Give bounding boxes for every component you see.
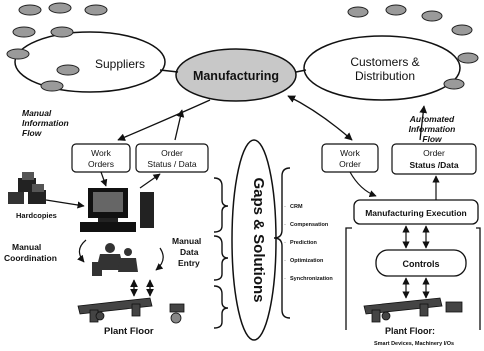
svg-text:Data: Data <box>180 247 199 257</box>
svg-text:Manufacturing Execution: Manufacturing Execution <box>365 208 467 218</box>
solution-item: Optimization <box>290 258 324 264</box>
solution-item: CRM <box>290 204 303 210</box>
automated-information-flow-label: Automated Information Flow <box>409 114 456 144</box>
svg-text:Coordination: Coordination <box>4 253 57 263</box>
computer-to-order-status-arrow <box>139 173 161 189</box>
svg-text:Entry: Entry <box>178 258 200 268</box>
svg-text:Order: Order <box>423 148 445 158</box>
order-status-data-box-left: Order Status / Data <box>135 143 209 173</box>
customers-node: Customers & Distribution <box>303 4 479 101</box>
plant-floor-label-right: Plant Floor: <box>385 326 435 336</box>
svg-text:Manual: Manual <box>12 242 41 252</box>
work-orders-to-computer-arrow <box>100 171 108 187</box>
manual-coordination-label: Manual Coordination <box>4 242 57 263</box>
suppliers-node: Suppliers <box>6 2 166 93</box>
svg-text:·: · <box>284 204 286 210</box>
svg-text:Automated: Automated <box>409 114 455 124</box>
svg-text:Information: Information <box>22 118 69 128</box>
supplier-cylinder-icons <box>6 2 108 92</box>
data-entry-arrow <box>155 247 164 271</box>
svg-text:·: · <box>284 222 286 228</box>
right-brackets <box>345 227 481 330</box>
manual-data-entry-label: Manual Data Entry <box>172 236 201 268</box>
solutions-list: CRM Compensation Prediction Optimization… <box>284 204 333 282</box>
center-brace <box>273 167 291 319</box>
suppliers-label: Suppliers <box>95 57 145 71</box>
solution-item: Compensation <box>290 222 329 228</box>
right-status-up-arrow <box>419 105 428 141</box>
mfg-to-work-orders-arrow <box>117 99 211 141</box>
coordination-arrow <box>77 239 87 263</box>
plant-floor-label-left: Plant Floor <box>104 326 154 337</box>
work-order-to-mes-arrow <box>349 171 377 198</box>
svg-text:Flow: Flow <box>422 134 443 144</box>
supplier-manufacturing-link <box>159 69 179 73</box>
gaps-solutions-oval: Gaps & Solutions <box>231 139 277 341</box>
mfg-right-arrow <box>287 95 353 141</box>
svg-text:Status / Data: Status / Data <box>147 159 196 169</box>
svg-text:Controls: Controls <box>403 259 440 269</box>
manual-information-flow-label: Manual Information Flow <box>22 108 69 138</box>
svg-text:Manual: Manual <box>22 108 52 118</box>
svg-text:Orders: Orders <box>88 159 114 169</box>
workers-icon <box>92 243 138 276</box>
svg-text:Flow: Flow <box>22 128 43 138</box>
order-status-to-mfg-arrow <box>174 109 185 141</box>
plant-floor-machinery-right <box>363 297 463 323</box>
left-braces <box>213 177 229 329</box>
solution-item: Synchronization <box>290 276 333 282</box>
svg-text:Work: Work <box>91 148 111 158</box>
order-status-data-box-right: Order Status /Data <box>391 143 477 175</box>
work-order-box-right: Work Order <box>321 143 379 173</box>
manufacturing-execution-box: Manufacturing Execution <box>353 199 479 225</box>
printer-to-computer-arrow <box>45 199 85 209</box>
svg-text:Order: Order <box>339 159 361 169</box>
solution-item: Prediction <box>290 240 318 246</box>
hardcopies-label: Hardcopies <box>16 211 57 220</box>
svg-text:Information: Information <box>409 124 456 134</box>
customers-label-line2: Distribution <box>355 69 415 83</box>
svg-text:Manual: Manual <box>172 236 201 246</box>
plant-floor-machinery-left <box>77 297 185 324</box>
work-orders-box: Work Orders <box>71 143 131 173</box>
computer-icon <box>80 188 154 232</box>
svg-text:·: · <box>284 240 286 246</box>
customer-cylinder-icons <box>347 4 479 90</box>
controls-box: Controls <box>375 249 467 277</box>
manufacturing-label: Manufacturing <box>193 69 279 83</box>
gaps-solutions-label: Gaps & Solutions <box>250 177 267 302</box>
manufacturing-node: Manufacturing <box>175 48 297 102</box>
svg-text:·: · <box>284 258 286 264</box>
plant-floor-sub-label: Smart Devices, Machinery I/Os <box>374 341 454 347</box>
customers-label-line1: Customers & <box>350 55 419 69</box>
hardcopies-printer-icons <box>8 172 46 204</box>
manufacturing-customer-link <box>295 69 307 73</box>
svg-text:Status /Data: Status /Data <box>409 160 458 170</box>
svg-text:·: · <box>284 276 286 282</box>
svg-text:Work: Work <box>340 148 360 158</box>
svg-text:Order: Order <box>161 148 183 158</box>
